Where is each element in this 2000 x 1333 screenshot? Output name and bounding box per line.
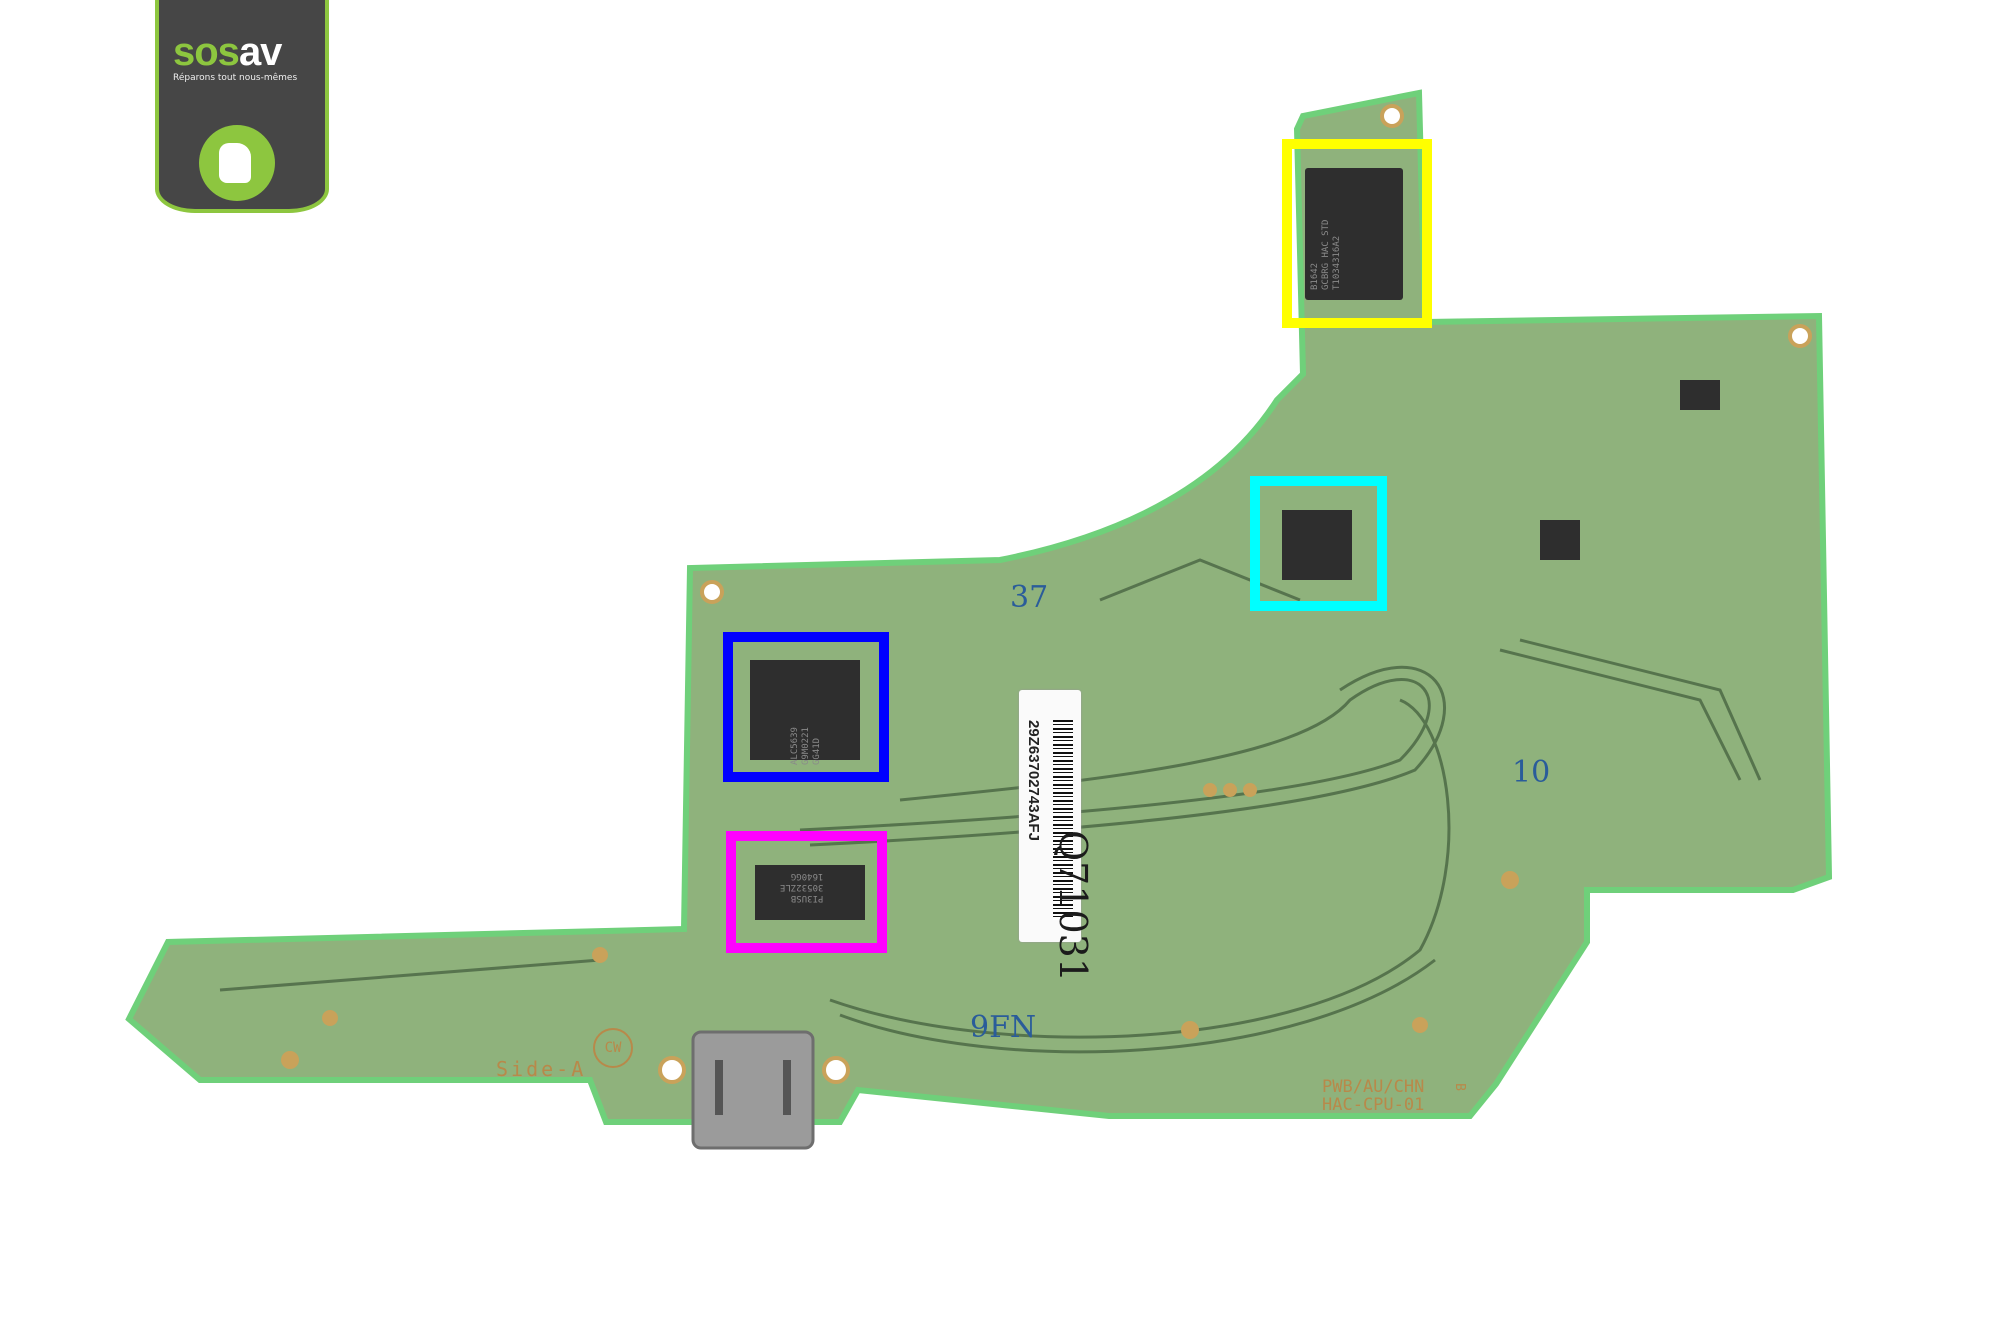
chip-packages: [750, 168, 1720, 920]
sosav-logo: sosav Réparons tout nous-mêmes: [155, 0, 329, 213]
handwritten-c: 10: [1512, 755, 1551, 790]
silkscreen-rev: B: [1451, 1083, 1467, 1091]
silkscreen-line2: HAC-CPU-01: [1322, 1095, 1425, 1115]
highlight-blue: [723, 632, 889, 782]
highlight-cyan: [1250, 476, 1387, 611]
silkscreen-line1: PWB/AU/CHN: [1322, 1077, 1425, 1097]
silkscreen-cw: CW: [593, 1028, 633, 1068]
silkscreen-side: Side-A: [496, 1057, 587, 1081]
serial-number: 29Z63702743AFJ: [1025, 720, 1042, 841]
chip-marking-emmc: B1642 GCBRG HAC STD T1034316A2: [1310, 219, 1342, 290]
fist-screwdriver-icon: [199, 125, 275, 201]
usb-c-port: [691, 1030, 815, 1150]
handwritten-main: Q71031: [1051, 830, 1095, 983]
chip-marking-usb-switch: PI3USB 30532ZLE 1640GG: [780, 871, 824, 903]
highlight-yellow: [1282, 139, 1432, 328]
chip-marking-audio-codec: ALC5639 G9M0221 GG41D: [790, 727, 822, 765]
serial-sticker: 29Z63702743AFJ: [1019, 690, 1081, 942]
mounting-holes: [658, 104, 1812, 1084]
barcode: [1053, 720, 1073, 920]
brand-av: av: [238, 30, 282, 74]
highlight-boxes: [723, 139, 1432, 953]
handwritten-a: 37: [1010, 580, 1049, 615]
logo-brand: sosav: [173, 30, 282, 75]
pcb-outline: [125, 89, 1833, 1125]
silkscreen-model: PWB/AU/CHN HAC-CPU-01: [1322, 1078, 1424, 1114]
logo-tagline: Réparons tout nous-mêmes: [173, 73, 298, 83]
solder-pads: [281, 783, 1519, 1069]
handwritten-b: 9FN: [970, 1010, 1037, 1045]
pcb-traces: [219, 558, 1762, 1054]
brand-sos: sos: [173, 30, 240, 74]
highlight-magenta: [726, 831, 887, 953]
